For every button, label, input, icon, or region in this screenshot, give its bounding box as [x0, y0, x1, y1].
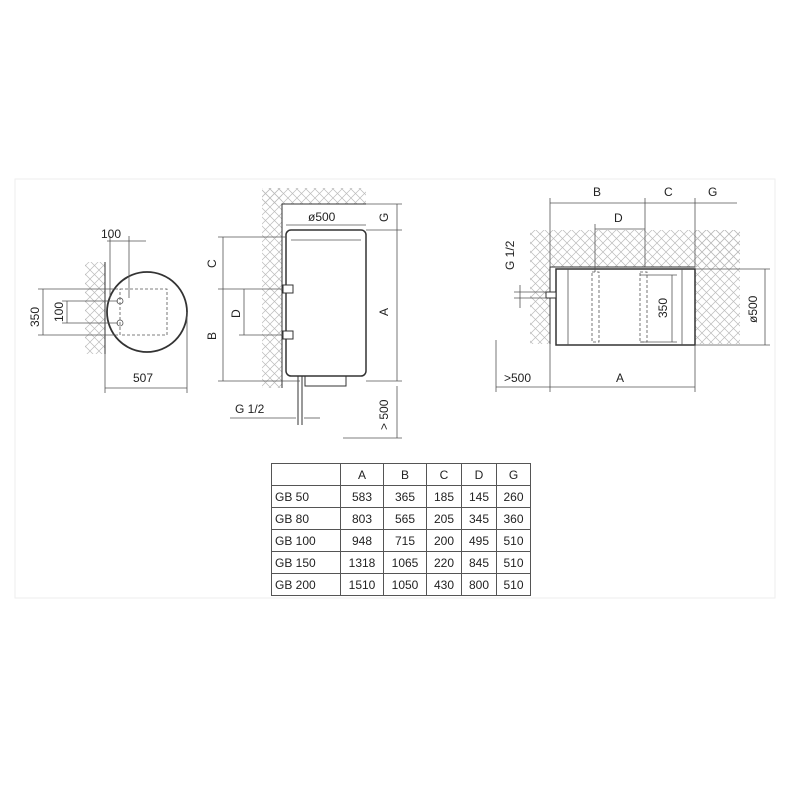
horiz-dim-diameter: ø500	[746, 295, 760, 323]
top-dim-100: 100	[101, 227, 121, 241]
table-cell: 205	[426, 507, 462, 530]
tank-body-side	[285, 229, 367, 377]
table-cell: GB 100	[271, 529, 341, 552]
table-row: GB 50 583 365 185 145 260	[271, 485, 531, 508]
bracket-dashed-left	[591, 271, 600, 343]
table-row: GB 100 948 715 200 495 510	[271, 529, 531, 552]
table-cell: 510	[496, 529, 531, 552]
table-cell: 495	[461, 529, 497, 552]
horiz-dim-clearance: >500	[504, 371, 531, 385]
table-header-cell	[271, 463, 341, 486]
table-cell: GB 50	[271, 485, 341, 508]
pipe-stub-horizontal	[545, 291, 557, 299]
table-cell: 1065	[383, 551, 427, 574]
table-cell: 365	[383, 485, 427, 508]
table-cell: GB 200	[271, 573, 341, 596]
table-row: GB 80 803 565 205 345 360	[271, 507, 531, 530]
table-cell: 845	[461, 551, 497, 574]
table-cell: 1318	[340, 551, 384, 574]
table-cell: 510	[496, 573, 531, 596]
top-view: 100 350 100 507	[28, 227, 188, 393]
horiz-dim-350: 350	[656, 298, 670, 318]
side-wall-hatch-vertical	[262, 188, 282, 388]
table-header-row: A B C D G	[271, 463, 531, 486]
horizontal-wall-hatch	[530, 230, 550, 344]
top-dim-100-inner: 100	[52, 302, 66, 322]
tank-body-horizontal	[555, 268, 696, 346]
horiz-dim-C: C	[664, 185, 673, 199]
table-cell: 565	[383, 507, 427, 530]
table-header-cell: C	[426, 463, 462, 486]
table-cell: GB 150	[271, 551, 341, 574]
table-cell: 800	[461, 573, 497, 596]
table-cell: 948	[340, 529, 384, 552]
horiz-dim-D: D	[614, 211, 623, 225]
table-cell: 1510	[340, 573, 384, 596]
horizontal-view: B C G D G 1/2 350 ø500 >500 A	[495, 185, 770, 392]
top-view-wall-hatch	[85, 262, 105, 354]
top-dim-350: 350	[28, 307, 42, 327]
table-cell: 345	[461, 507, 497, 530]
horiz-dim-A: A	[616, 371, 624, 385]
side-dim-A: A	[377, 308, 391, 316]
table-cell: GB 80	[271, 507, 341, 530]
table-cell: 583	[340, 485, 384, 508]
tank-bottom-cover	[304, 376, 347, 387]
side-pipe-thread: G 1/2	[235, 402, 265, 416]
side-dim-B: B	[205, 332, 219, 340]
horizontal-right-hatch	[695, 230, 740, 344]
table-cell: 803	[340, 507, 384, 530]
table-cell: 220	[426, 551, 462, 574]
side-view: ø500 G A > 500 C B D G 1/2	[205, 188, 402, 439]
table-cell: 715	[383, 529, 427, 552]
table-header-cell: D	[461, 463, 497, 486]
side-dim-C: C	[205, 259, 219, 268]
table-cell: 145	[461, 485, 497, 508]
top-dim-507: 507	[133, 371, 153, 385]
table-header-cell: G	[496, 463, 531, 486]
table-cell: 430	[426, 573, 462, 596]
tank-circle-top	[106, 271, 188, 353]
table-header-cell: A	[340, 463, 384, 486]
side-dim-G: G	[377, 213, 391, 222]
bracket-dashed-top	[119, 288, 168, 336]
side-dim-diameter: ø500	[308, 210, 336, 224]
dimension-table: A B C D G GB 50 583 365 185 145 260 GB 8…	[271, 463, 531, 596]
table-cell: 185	[426, 485, 462, 508]
table-header-cell: B	[383, 463, 427, 486]
upper-bracket	[282, 284, 294, 294]
lower-bracket	[282, 330, 294, 340]
table-row: GB 150 1318 1065 220 845 510	[271, 551, 531, 574]
horiz-dim-B: B	[593, 185, 601, 199]
side-dim-clearance: > 500	[377, 399, 391, 430]
side-dim-D: D	[229, 309, 243, 318]
horiz-pipe-thread: G 1/2	[503, 240, 517, 270]
table-cell: 260	[496, 485, 531, 508]
table-cell: 360	[496, 507, 531, 530]
horiz-dim-G: G	[708, 185, 717, 199]
table-cell: 510	[496, 551, 531, 574]
side-ceiling-hatch	[262, 188, 366, 204]
table-row: GB 200 1510 1050 430 800 510	[271, 573, 531, 596]
table-cell: 200	[426, 529, 462, 552]
table-cell: 1050	[383, 573, 427, 596]
drawing-frame	[14, 178, 776, 599]
